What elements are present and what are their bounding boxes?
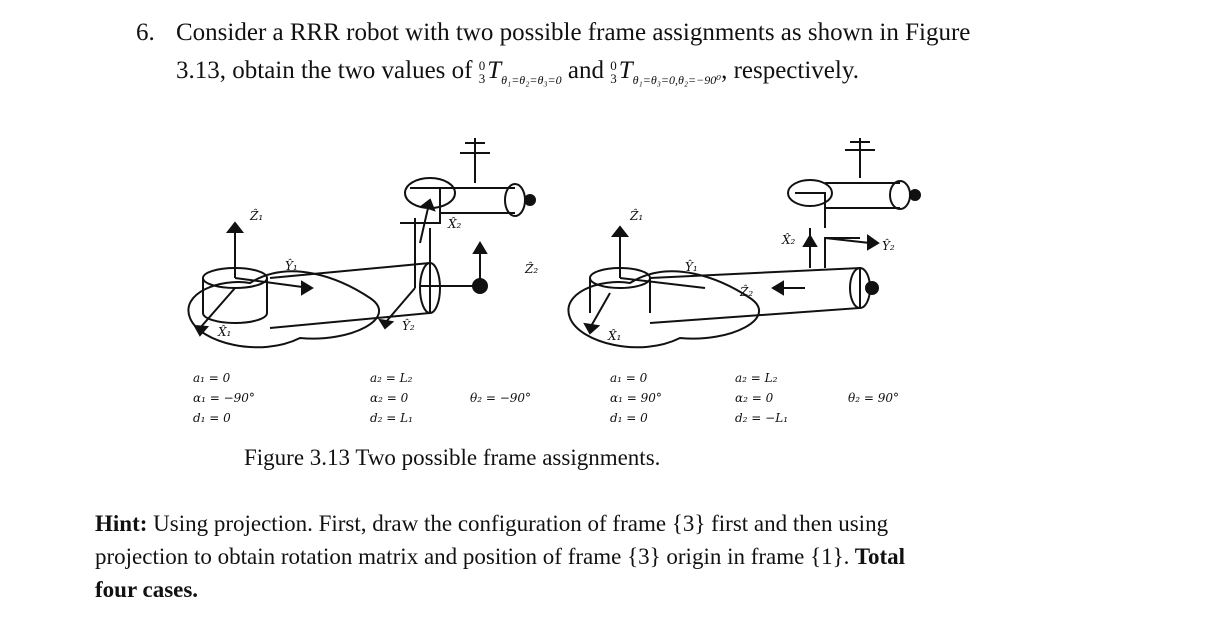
left-x1-label: X̂₁	[217, 324, 231, 339]
hint-label: Hint:	[95, 511, 148, 536]
right-joint-dot	[865, 281, 879, 295]
question-line-2-start: 3.13, obtain the two values of	[176, 57, 473, 84]
right-link-3-end	[889, 180, 911, 210]
left-z2-label: Ẑ₂	[524, 261, 538, 276]
right-base-cylinder	[589, 278, 651, 313]
left-z2-arrow	[472, 241, 488, 254]
right-x1-arrow	[583, 322, 601, 335]
right-x2-arrow	[802, 234, 818, 247]
question-line-2-end: , respectively.	[721, 57, 859, 84]
right-gripper	[845, 138, 875, 178]
transform-2-symbol: T	[618, 57, 633, 84]
left-x2-arrow	[419, 198, 436, 212]
left-x1-axis	[199, 287, 236, 329]
left-base-cylinder	[202, 278, 268, 324]
figure-caption: Figure 3.13 Two possible frame assignmen…	[244, 445, 661, 470]
right-z2-arrow	[771, 280, 784, 296]
transform-1-symbol: T	[487, 57, 502, 84]
left-params-col3: θ₂ = −90°	[470, 391, 532, 405]
left-y1-label: Ŷ₁	[285, 258, 298, 273]
left-y1-arrow	[301, 280, 314, 296]
and-word: and	[567, 57, 604, 84]
left-z1-arrow	[225, 221, 245, 233]
left-y2-label: Ŷ₂	[402, 318, 415, 333]
left-y1-axis	[234, 277, 311, 289]
right-x1-label: X̂₁	[607, 328, 621, 343]
right-y1-axis	[619, 277, 706, 289]
right-wrist-cylinder	[787, 179, 833, 207]
left-z1-label: Ẑ₁	[249, 208, 263, 223]
left-base-plate	[187, 270, 380, 349]
right-z1-arrow	[610, 225, 630, 237]
hint-text-2: projection to obtain rotation matrix and…	[95, 544, 850, 569]
left-y2-arrow	[377, 318, 395, 330]
left-wrist-block	[400, 187, 441, 224]
right-link-1	[649, 266, 861, 324]
right-base-plate	[567, 270, 760, 349]
hint-bold-line-3: four cases.	[95, 577, 199, 602]
hint-line-3: four cases.	[95, 573, 1155, 606]
right-upright	[809, 228, 860, 268]
question-number: 6.	[136, 19, 155, 46]
hint-line-2: projection to obtain rotation matrix and…	[95, 540, 1155, 573]
right-x2-label: X̂₂	[781, 232, 796, 247]
right-z1-label: Ẑ₁	[629, 208, 643, 223]
hint-bold-end: Total	[849, 544, 906, 569]
right-y2-label: Ŷ₂	[882, 238, 895, 253]
hint-block: Hint: Using projection. First, draw the …	[95, 507, 1155, 606]
left-tool-dot	[524, 194, 536, 206]
hint-line-1: Hint: Using projection. First, draw the …	[95, 507, 1155, 540]
right-link-3	[825, 182, 900, 209]
right-params-col3: θ₂ = 90°	[848, 391, 899, 405]
right-z2-label: Ẑ₂	[739, 284, 753, 299]
transform-1-subscript: θ₁=θ₂=θ₃=0	[501, 73, 562, 87]
right-y2-axis	[824, 237, 871, 244]
robot-figure: Ẑ₁ Ŷ₁ X̂₁ X̂₂ Ŷ₂ Ẑ₂ Ẑ₁ Ŷ₁ X̂₁ X̂₂ Ŷ₂ Ẑ₂	[187, 138, 921, 349]
right-x1-axis	[589, 292, 611, 329]
right-wrist-block	[795, 192, 826, 228]
left-upright	[414, 218, 431, 288]
left-x2-label: X̂₂	[447, 216, 462, 231]
left-link-3	[440, 187, 515, 214]
hint-text-1: Using projection. First, draw the config…	[147, 511, 889, 536]
right-tool-dot	[909, 189, 921, 201]
right-y1-label: Ŷ₁	[685, 259, 698, 274]
right-y2-arrow	[867, 234, 880, 251]
transform-2-subscript: θ₁=θ₃=0,θ₂=−90⁰	[632, 73, 722, 87]
question-line-1: Consider a RRR robot with two possible f…	[176, 19, 971, 46]
left-x1-arrow	[193, 324, 210, 337]
left-y2-axis	[384, 287, 416, 324]
left-x2-axis	[419, 207, 429, 244]
left-gripper	[460, 138, 490, 183]
